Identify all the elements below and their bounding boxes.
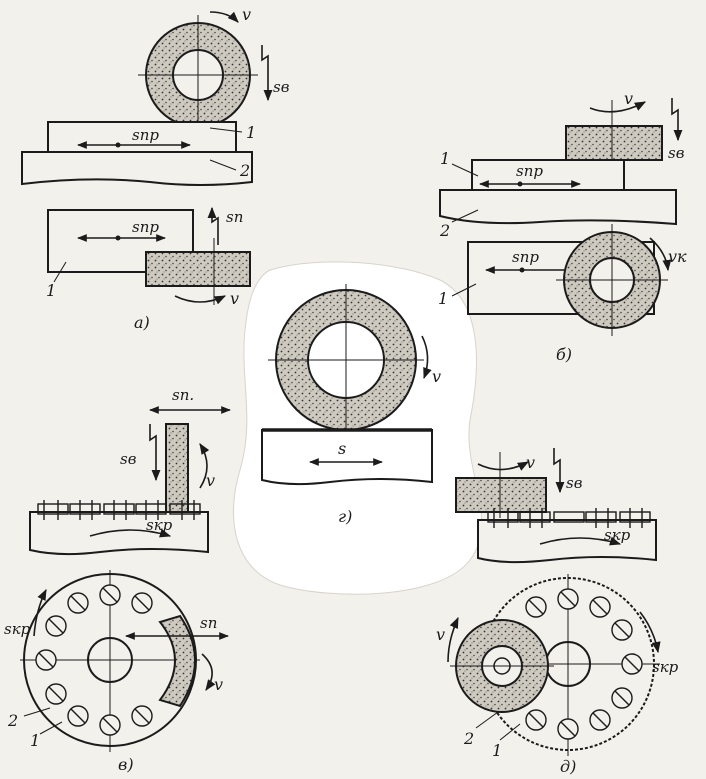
figure-g: v s г) bbox=[261, 284, 441, 526]
figure-d-plan-workpieces bbox=[525, 588, 643, 740]
figure-d-plan-table-feed: sкр bbox=[652, 658, 679, 676]
figure-b-vertical-feed: sв bbox=[668, 144, 685, 162]
figure-a-cross-feed: sп bbox=[226, 208, 243, 226]
figure-v-rotary-table bbox=[20, 570, 200, 752]
figure-b-wheel-speed: v bbox=[624, 89, 633, 108]
figure-v-cross-feed: sп. bbox=[172, 386, 194, 404]
figure-b-workpiece-1 bbox=[471, 159, 625, 191]
figure-v-grinding-wheel bbox=[165, 423, 189, 513]
figure-d-table-feed: sкр bbox=[604, 526, 631, 544]
figure-b-plan-wheel bbox=[556, 224, 668, 336]
figure-b: v sв sпр 1 2 sпр vк 1 б) bbox=[438, 89, 687, 364]
figure-d-plan-wheel bbox=[450, 619, 554, 713]
figure-a-label-1: 1 bbox=[246, 123, 256, 142]
figure-b-grinding-wheel bbox=[565, 125, 663, 161]
figure-a-plan-longitudinal-feed: sпр bbox=[132, 218, 159, 236]
figure-v-plan-table-feed: sкр bbox=[4, 620, 31, 638]
figure-v-label-2: 2 bbox=[7, 711, 18, 730]
figure-v-vertical-feed: sв bbox=[120, 450, 137, 468]
figure-b-label-1: 1 bbox=[440, 149, 450, 168]
figure-d-plan-wheel-speed: v bbox=[436, 625, 445, 644]
figure-v-caption: в) bbox=[118, 755, 134, 774]
figure-b-caption: б) bbox=[556, 345, 572, 364]
figure-v-plan-wheel-speed: v bbox=[214, 675, 223, 694]
figure-g-caption: г) bbox=[338, 507, 352, 526]
figure-v-workpieces bbox=[37, 500, 201, 520]
figure-g-workpiece bbox=[261, 429, 433, 486]
figure-v-plan-workpieces bbox=[35, 584, 153, 736]
figure-d-workpieces bbox=[487, 508, 651, 528]
figure-b-longitudinal-feed: sпр bbox=[516, 162, 543, 180]
figure-d: v sв sкр bbox=[436, 448, 679, 776]
figure-b-plan-wheel-speed: vк bbox=[668, 247, 687, 266]
figure-a-plan-label-1: 1 bbox=[46, 281, 56, 300]
figure-g-wheel-speed: v bbox=[432, 367, 441, 386]
figure-b-label-2: 2 bbox=[439, 221, 450, 240]
figure-v-table-feed: sкр bbox=[146, 516, 173, 534]
figure-d-table bbox=[477, 519, 657, 564]
figure-v-table bbox=[29, 511, 209, 556]
figure-b-plan-longitudinal-feed: sпр bbox=[512, 248, 539, 266]
figure-a-plan-rotation: v bbox=[230, 289, 239, 308]
figure-b-table-2 bbox=[439, 189, 677, 226]
figure-v-wheel-speed: v bbox=[206, 471, 215, 490]
figure-v-label-1: 1 bbox=[30, 731, 40, 750]
figure-a: v sв sпр 1 2 sпр sп v 1 а) bbox=[21, 5, 290, 332]
figure-d-label-1: 1 bbox=[492, 741, 502, 760]
figure-a-longitudinal-feed: sпр bbox=[132, 126, 159, 144]
figure-a-plan-wheel bbox=[145, 251, 251, 287]
figure-v-plan-cross-feed: sп bbox=[200, 614, 217, 632]
figure-d-grinding-wheel bbox=[455, 477, 547, 513]
figure-a-vertical-feed: sв bbox=[273, 78, 290, 96]
figure-d-vertical-feed: sв bbox=[566, 474, 583, 492]
figure-d-wheel-speed: v bbox=[526, 453, 535, 472]
figure-d-caption: д) bbox=[560, 757, 576, 776]
figure-d-label-2: 2 bbox=[463, 729, 474, 748]
figure-a-caption: а) bbox=[134, 313, 150, 332]
figure-g-grinding-wheel bbox=[268, 284, 424, 436]
figure-a-table-2 bbox=[21, 151, 253, 186]
figure-g-feed: s bbox=[338, 439, 346, 458]
figure-b-plan-label-1: 1 bbox=[438, 289, 448, 308]
figure-v: sп. sв v sкр bbox=[4, 386, 231, 774]
figure-a-wheel-speed: v bbox=[242, 5, 251, 24]
figure-a-label-2: 2 bbox=[239, 161, 250, 180]
